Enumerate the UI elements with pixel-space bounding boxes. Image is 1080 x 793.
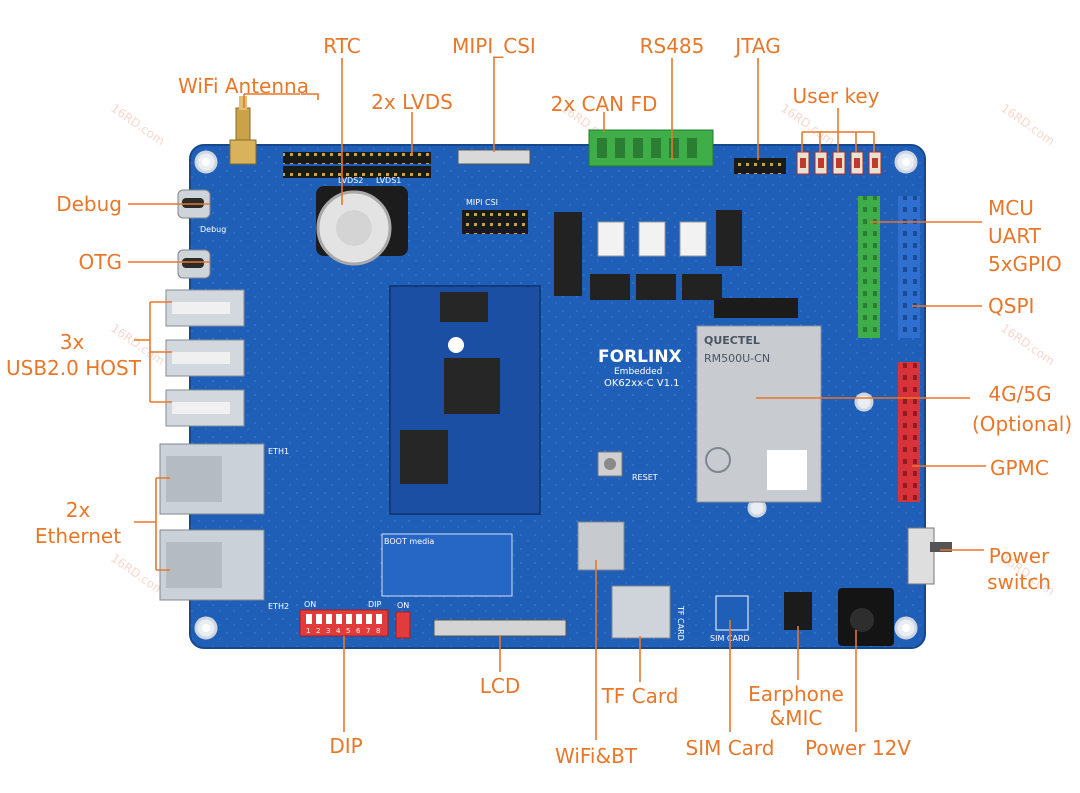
- label-usb-count: 3x: [59, 330, 85, 354]
- watermark-text: 16RD.com: [778, 101, 837, 148]
- dip-number: 2: [316, 627, 320, 635]
- leader-usb: [134, 301, 172, 403]
- label-mipi-csi: MIPI_CSI: [452, 34, 536, 58]
- dip-number: 7: [366, 627, 370, 635]
- label-otg: OTG: [78, 250, 122, 274]
- silk-eth2: ETH2: [268, 602, 289, 611]
- label-mcu: MCU: [988, 196, 1034, 220]
- silk-reset: RESET: [632, 473, 658, 482]
- qspi-header: [898, 196, 920, 338]
- tf-card-slot: [611, 585, 671, 639]
- label-tf-card: TF Card: [601, 684, 679, 708]
- label-wifi-antenna: WiFi Antenna: [178, 74, 309, 98]
- label-qspi: QSPI: [988, 294, 1035, 318]
- watermark-text: 16RD.com: [998, 101, 1057, 148]
- jtag-header: [734, 158, 786, 174]
- lvds-header-top: [283, 152, 431, 164]
- silk-mipi-csi: MIPI CSI: [466, 198, 498, 207]
- watermark-text: 16RD.com: [998, 321, 1057, 368]
- leader-userkey: [801, 108, 875, 152]
- label-rtc: RTC: [323, 34, 361, 58]
- som-core-board: [389, 285, 541, 515]
- silk-lvds1: LVDS1: [376, 176, 401, 185]
- rtc-battery: [316, 186, 408, 266]
- wifi-bt-module: [577, 521, 625, 571]
- label-power-12v: Power 12V: [805, 736, 911, 760]
- cellular-module: [696, 298, 822, 503]
- watermark-text: 16RD.com: [108, 551, 167, 598]
- label-uart: UART: [988, 224, 1041, 248]
- dip-number: 5: [346, 627, 350, 635]
- label-lcd: LCD: [479, 674, 521, 698]
- label-lvds: 2x LVDS: [371, 90, 453, 114]
- leader-wifi-ant: [301, 93, 319, 100]
- silk-tf-card: TF CARD: [676, 605, 685, 641]
- ethernet-jacks: [159, 443, 265, 601]
- mipi-csi-header: [462, 210, 528, 234]
- brand-logo: FORLINX: [598, 347, 682, 367]
- dip-number: 4: [336, 627, 341, 635]
- power-inductors: [554, 210, 742, 300]
- silk-on-2: ON: [397, 601, 409, 610]
- label-mic: &MIC: [769, 706, 823, 730]
- lcd-connector: [433, 619, 567, 637]
- dip-number: 8: [376, 627, 380, 635]
- dip-number: 1: [306, 627, 310, 635]
- silk-dip: DIP: [368, 600, 382, 609]
- module-model: RM500U-CN: [704, 352, 770, 365]
- leader-eth: [134, 477, 170, 571]
- silk-lvds2: LVDS2: [338, 176, 363, 185]
- label-dip: DIP: [329, 734, 363, 758]
- brand-sub: Embedded: [614, 367, 662, 377]
- label-can-fd: 2x CAN FD: [550, 92, 658, 116]
- label-user-key: User key: [792, 84, 880, 108]
- label-earphone: Earphone: [748, 682, 844, 706]
- power-switch: [907, 527, 935, 585]
- label-gpmc: GPMC: [990, 456, 1049, 480]
- boot-table: [381, 533, 513, 597]
- watermark-text: 16RD.com: [108, 101, 167, 148]
- user-keys: [796, 151, 882, 175]
- label-ethernet-count: 2x: [65, 498, 91, 522]
- label-usb-host: USB2.0 HOST: [6, 356, 141, 380]
- label-power-switch: switch: [987, 570, 1051, 594]
- label-jtag: JTAG: [735, 34, 781, 58]
- mcu-header: [858, 196, 880, 338]
- dip-number: 6: [356, 627, 361, 635]
- sim-card-slot: [715, 595, 749, 631]
- isolators: [597, 221, 707, 257]
- label-sim-card: SIM Card: [685, 736, 775, 760]
- label-ethernet: Ethernet: [34, 524, 122, 548]
- dip-switch: [299, 609, 389, 637]
- silk-eth1: ETH1: [268, 447, 289, 456]
- label-rs485: RS485: [639, 34, 705, 58]
- label-debug: Debug: [56, 192, 122, 216]
- earphone-jack: [784, 592, 812, 630]
- label-cellular: 4G/5G: [988, 382, 1052, 406]
- board-model: OK62xx-C V1.1: [604, 378, 680, 389]
- lvds-header-bottom: [283, 166, 431, 178]
- mipi-csi-connector: [457, 149, 531, 165]
- silk-debug: Debug: [200, 225, 226, 234]
- silk-on: ON: [304, 600, 316, 609]
- label-cellular-optional: (Optional): [972, 412, 1073, 436]
- label-gpio: 5xGPIO: [988, 252, 1062, 276]
- can-rs485-terminal: [588, 129, 714, 167]
- silk-boot-media: BOOT media: [384, 537, 434, 546]
- label-wifi-bt: WiFi&BT: [554, 744, 638, 768]
- dip-number: 3: [326, 627, 330, 635]
- label-power: Power: [988, 544, 1050, 568]
- leader-lines: [128, 58, 986, 740]
- usb-host-ports: [165, 289, 245, 427]
- module-vendor: QUECTEL: [704, 334, 760, 347]
- gpmc-header: [898, 362, 920, 502]
- wifi-antenna-connector: [229, 96, 257, 165]
